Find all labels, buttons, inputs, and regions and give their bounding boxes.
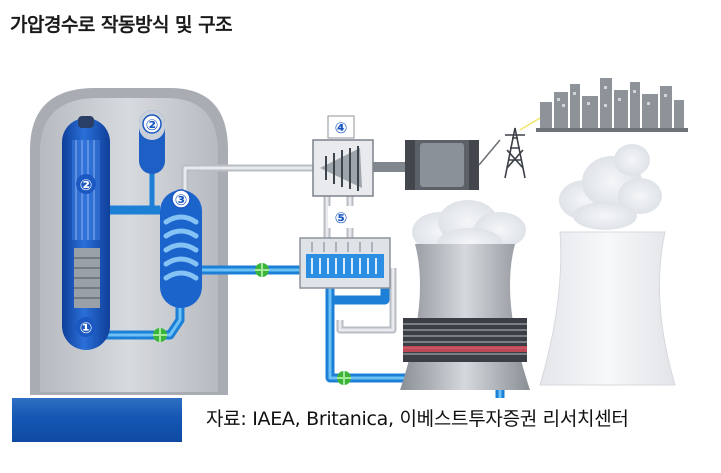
- svg-text:②: ②: [146, 116, 159, 134]
- city-skyline-icon: [536, 78, 688, 132]
- cooling-tower: [400, 244, 530, 390]
- svg-text:②: ②: [80, 176, 93, 194]
- label-4: ④: [327, 115, 355, 139]
- svg-text:④: ④: [335, 119, 348, 137]
- power-line: [478, 139, 501, 166]
- cooling-tower-background: [539, 231, 676, 386]
- pwr-diagram: ① ② ② ③ ④ ⑤: [30, 78, 688, 398]
- svg-text:③: ③: [175, 191, 188, 209]
- steam-cloud: [412, 144, 662, 256]
- page-title: 가압경수로 작동방식 및 구조: [10, 14, 233, 36]
- reactor-vessel: [62, 116, 110, 350]
- pump-icon: [337, 371, 351, 385]
- label-2-pressurizer: ②: [146, 116, 159, 134]
- pressurizer: [139, 110, 165, 210]
- label-2-reactor: ②: [76, 174, 96, 194]
- svg-text:⑤: ⑤: [335, 209, 348, 227]
- turbine: [312, 139, 407, 197]
- svg-text:①: ①: [80, 319, 93, 337]
- steam-generator: [160, 190, 202, 308]
- decorative-wave-bar: [12, 398, 182, 442]
- pump-icon: [153, 328, 167, 342]
- pump-icon: [255, 263, 269, 277]
- label-3: ③: [171, 189, 191, 209]
- source-caption: 자료: IAEA, Britanica, 이베스트투자증권 리서치센터: [206, 408, 629, 430]
- label-1: ①: [76, 317, 96, 337]
- condenser: [299, 237, 391, 289]
- generator: [405, 140, 479, 190]
- label-5: ⑤: [328, 206, 354, 228]
